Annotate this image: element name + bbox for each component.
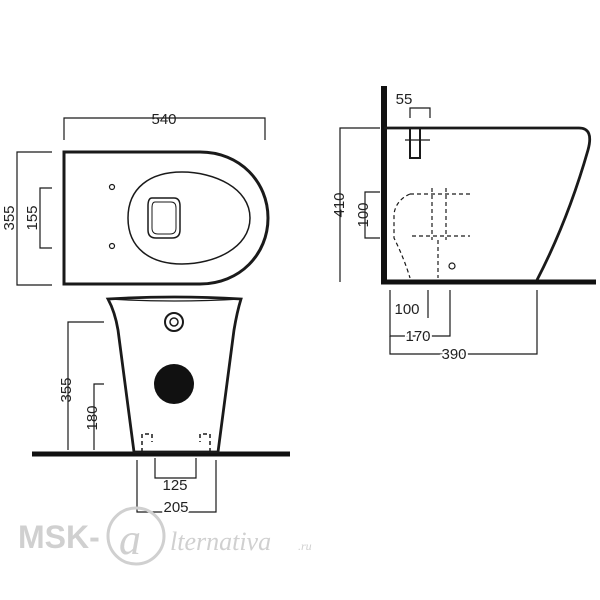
top-depth-label: 355 xyxy=(1,205,18,230)
side-height-dimension-line xyxy=(339,127,380,282)
bowl-body-front xyxy=(105,295,243,454)
side-outlet-offset-label: 100 xyxy=(394,301,419,318)
drain-inner-top xyxy=(151,201,177,235)
side-fixing-offset-dimension-line xyxy=(389,290,451,337)
outlet-pipe-front xyxy=(154,364,194,404)
front-inner-fix-dimension-line xyxy=(154,458,197,479)
side-view xyxy=(339,86,596,355)
seat-hole-bottom xyxy=(108,242,116,250)
hidden-trap-inner xyxy=(431,188,447,240)
bowl-opening-top xyxy=(127,171,251,265)
front-height-label: 355 xyxy=(58,377,75,402)
front-inner-fix-label: 125 xyxy=(162,477,187,494)
watermark-logo: MSK- a lternativa .ru xyxy=(18,506,312,566)
drain-outline-top xyxy=(147,197,181,239)
watermark-brand-right: lternativa xyxy=(170,527,271,556)
side-projection-label: 390 xyxy=(441,346,466,363)
side-outlet-offset-dimension-line xyxy=(389,290,429,318)
fixing-hole-side xyxy=(448,262,456,270)
top-width-dimension-line xyxy=(63,117,266,140)
watermark-brand-left: MSK- xyxy=(18,519,100,555)
water-inlet-outer xyxy=(164,312,184,332)
watermark-suffix: .ru xyxy=(298,539,312,553)
fixing-bracket-left xyxy=(141,433,153,452)
hidden-outlet-channel xyxy=(393,193,411,279)
bowl-profile-side xyxy=(384,126,592,281)
front-outlet-dimension-line xyxy=(93,383,104,450)
front-outlet-label: 180 xyxy=(84,405,101,430)
bowl-rim-front xyxy=(107,298,242,302)
watermark-at-glyph: a xyxy=(119,515,141,564)
side-inlet-dimension-line xyxy=(364,191,380,239)
front-outer-fix-dimension-line xyxy=(136,460,217,513)
front-outer-fix-label: 205 xyxy=(163,499,188,516)
seat-hole-top xyxy=(108,183,116,191)
water-inlet-inner xyxy=(169,317,179,327)
front-height-dimension-line xyxy=(67,321,104,450)
top-view xyxy=(16,117,270,286)
side-fixing-offset-label: 170 xyxy=(405,328,430,345)
top-holes-dimension-line xyxy=(39,187,52,249)
fixing-bracket-right xyxy=(199,433,211,452)
top-holes-label: 155 xyxy=(24,205,41,230)
bowl-outline-top xyxy=(62,150,270,286)
top-width-label: 540 xyxy=(151,111,176,128)
inlet-bracket-side xyxy=(409,128,421,159)
front-view xyxy=(32,295,290,513)
watermark-at-ring xyxy=(106,506,166,566)
side-projection-dimension-line xyxy=(389,290,538,355)
side-wall-offset-dimension-line xyxy=(409,107,431,118)
side-height-label: 410 xyxy=(331,192,348,217)
top-depth-dimension-line xyxy=(16,151,52,286)
side-inlet-label: 100 xyxy=(355,202,372,227)
side-wall-offset-label: 55 xyxy=(396,91,413,108)
